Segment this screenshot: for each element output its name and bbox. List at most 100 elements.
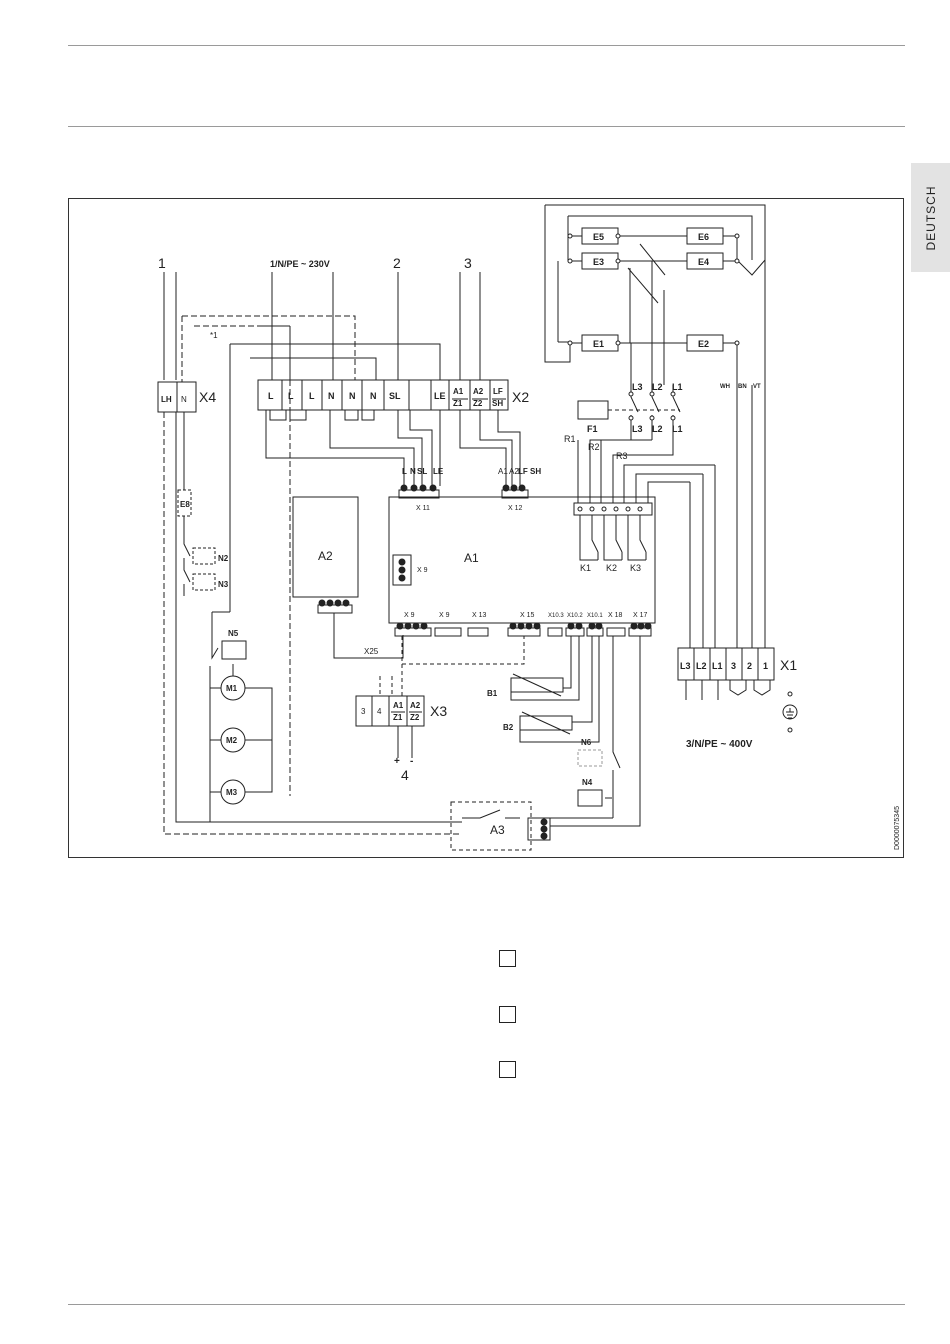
footer-rule [68, 1304, 905, 1305]
svg-text:R2: R2 [588, 442, 600, 452]
a2-label: A2 [318, 549, 333, 563]
svg-text:L3: L3 [680, 661, 691, 671]
header-rule [68, 126, 905, 127]
svg-text:L3: L3 [632, 424, 643, 434]
connector-x12 [501, 484, 529, 499]
svg-text:3: 3 [731, 661, 736, 671]
svg-text:E8: E8 [180, 500, 190, 509]
label-n3: 3 [464, 255, 472, 271]
svg-text:L2: L2 [696, 661, 707, 671]
x2-name: X2 [512, 389, 529, 405]
checkbox-2[interactable] [499, 1006, 516, 1023]
svg-text:A2: A2 [410, 701, 421, 710]
svg-text:L1: L1 [712, 661, 723, 671]
svg-text:L3: L3 [632, 382, 643, 392]
checkbox-3[interactable] [499, 1061, 516, 1078]
svg-text:Z1: Z1 [393, 713, 403, 722]
top-rule [68, 45, 905, 46]
svg-text:L: L [309, 391, 315, 401]
svg-text:A2: A2 [473, 387, 484, 396]
svg-text:N6: N6 [581, 738, 592, 747]
svg-text:SL: SL [389, 391, 401, 401]
svg-text:E3: E3 [593, 257, 604, 267]
x3-name: X3 [430, 703, 447, 719]
x1-name: X1 [780, 657, 797, 673]
svg-text:1: 1 [763, 661, 768, 671]
terminal-x3 [355, 695, 425, 727]
svg-text:X 18: X 18 [608, 612, 623, 619]
svg-text:E2: E2 [698, 339, 709, 349]
thermostat-f1 [577, 400, 609, 420]
svg-text:VT: VT [753, 384, 761, 390]
svg-text:N: N [410, 467, 416, 476]
svg-text:X10.2: X10.2 [567, 613, 583, 619]
svg-text:SH: SH [530, 467, 541, 476]
svg-text:X 9: X 9 [439, 612, 450, 619]
svg-text:X10.1: X10.1 [587, 613, 603, 619]
svg-text:LF: LF [493, 387, 503, 396]
svg-text:Z2: Z2 [473, 399, 483, 408]
language-tab[interactable]: DEUTSCH [911, 163, 950, 272]
svg-text:B1: B1 [487, 689, 498, 698]
svg-text:L: L [402, 467, 407, 476]
svg-text:X 11: X 11 [416, 505, 430, 512]
svg-text:B2: B2 [503, 723, 514, 732]
svg-text:N: N [349, 391, 356, 401]
limiter-n4 [577, 789, 603, 807]
a1-bottom-connectors [394, 627, 652, 637]
connector-x11 [398, 484, 440, 499]
x4-name: X4 [199, 389, 216, 405]
svg-text:L1: L1 [672, 424, 683, 434]
svg-text:X 9: X 9 [417, 567, 428, 574]
module-a2 [292, 496, 359, 598]
diagram-frame [68, 198, 904, 858]
svg-text:N: N [181, 395, 187, 404]
label-n4: 4 [401, 767, 409, 783]
svg-text:X 9: X 9 [404, 612, 415, 619]
svg-text:L: L [288, 391, 294, 401]
svg-text:A1: A1 [498, 467, 508, 476]
svg-text:F1: F1 [587, 424, 598, 434]
svg-text:SL: SL [417, 467, 427, 476]
svg-text:+: + [394, 756, 400, 767]
label-n1: 1 [158, 255, 166, 271]
label-star1: *1 [210, 331, 218, 340]
svg-text:Z1: Z1 [453, 399, 463, 408]
checkbox-1[interactable] [499, 950, 516, 967]
label-n2: 2 [393, 255, 401, 271]
svg-text:Z2: Z2 [410, 713, 420, 722]
svg-text:3: 3 [361, 707, 366, 716]
svg-text:R3: R3 [616, 451, 628, 461]
svg-text:X25: X25 [364, 647, 379, 656]
svg-text:A1: A1 [393, 701, 404, 710]
svg-text:N4: N4 [582, 778, 593, 787]
svg-text:N5: N5 [228, 629, 239, 638]
svg-text:E4: E4 [698, 257, 709, 267]
label-supply-400: 3/N/PE ~ 400V [686, 739, 753, 750]
svg-text:N: N [370, 391, 377, 401]
svg-text:L2: L2 [652, 424, 663, 434]
svg-text:X 15: X 15 [520, 612, 535, 619]
svg-text:N2: N2 [218, 554, 229, 563]
svg-text:N3: N3 [218, 580, 229, 589]
a1-label: A1 [464, 551, 479, 565]
limiter-n3 [192, 573, 216, 591]
limiter-n2 [192, 547, 216, 565]
svg-text:X 13: X 13 [472, 612, 487, 619]
limiter-n6 [577, 749, 603, 767]
svg-text:L2: L2 [652, 382, 663, 392]
relay-a3 [450, 801, 532, 851]
svg-text:LE: LE [434, 391, 446, 401]
svg-text:LE: LE [433, 467, 444, 476]
svg-text:BN: BN [738, 384, 747, 390]
svg-text:WH: WH [720, 384, 730, 390]
svg-text:K3: K3 [630, 563, 641, 573]
doc-id: D0000075345 [894, 806, 901, 850]
label-supply-230: 1/N/PE ~ 230V [270, 259, 330, 269]
svg-text:2: 2 [747, 661, 752, 671]
svg-text:M2: M2 [226, 736, 238, 745]
svg-text:X 17: X 17 [633, 612, 648, 619]
svg-text:E5: E5 [593, 232, 604, 242]
svg-text:A2: A2 [509, 467, 519, 476]
